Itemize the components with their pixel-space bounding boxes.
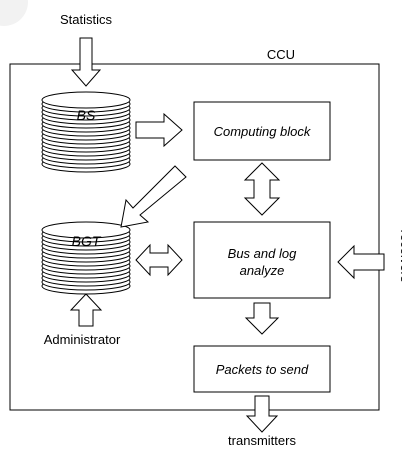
administrator-label: Administrator — [44, 332, 121, 347]
bs-to-computing-arrow — [135, 112, 183, 148]
bgt-bus-double-arrow — [135, 243, 183, 277]
statistics-label: Statistics — [60, 12, 113, 27]
bus-to-packets-arrow — [244, 302, 280, 335]
bus-log-analyze-block — [193, 221, 331, 299]
computing-block-label: Computing block — [214, 124, 312, 139]
computing-bus-double-arrow — [243, 162, 281, 216]
bus-log-analyze-label-line1: Bus and log — [228, 246, 297, 261]
receivers-arrow — [337, 244, 385, 280]
receivers-label: receivers — [398, 230, 402, 283]
bs-database — [41, 91, 131, 173]
packets-block-label: Packets to send — [216, 362, 309, 377]
computing-to-bgt-arrow — [120, 165, 187, 228]
computing-block — [193, 101, 331, 161]
bgt-database — [41, 221, 131, 295]
bs-label: BS — [77, 107, 96, 123]
statistics-arrow — [70, 37, 102, 87]
transmitters-label: transmitters — [228, 433, 296, 448]
transmitters-arrow — [245, 395, 279, 433]
decorative-circle — [0, 0, 28, 26]
bus-log-analyze-label-line2: analyze — [240, 263, 285, 278]
packets-block — [193, 345, 331, 393]
administrator-arrow — [69, 293, 103, 327]
ccu-label: CCU — [267, 47, 295, 62]
ccu-container — [9, 63, 380, 411]
bgt-label: BGT — [72, 233, 102, 249]
